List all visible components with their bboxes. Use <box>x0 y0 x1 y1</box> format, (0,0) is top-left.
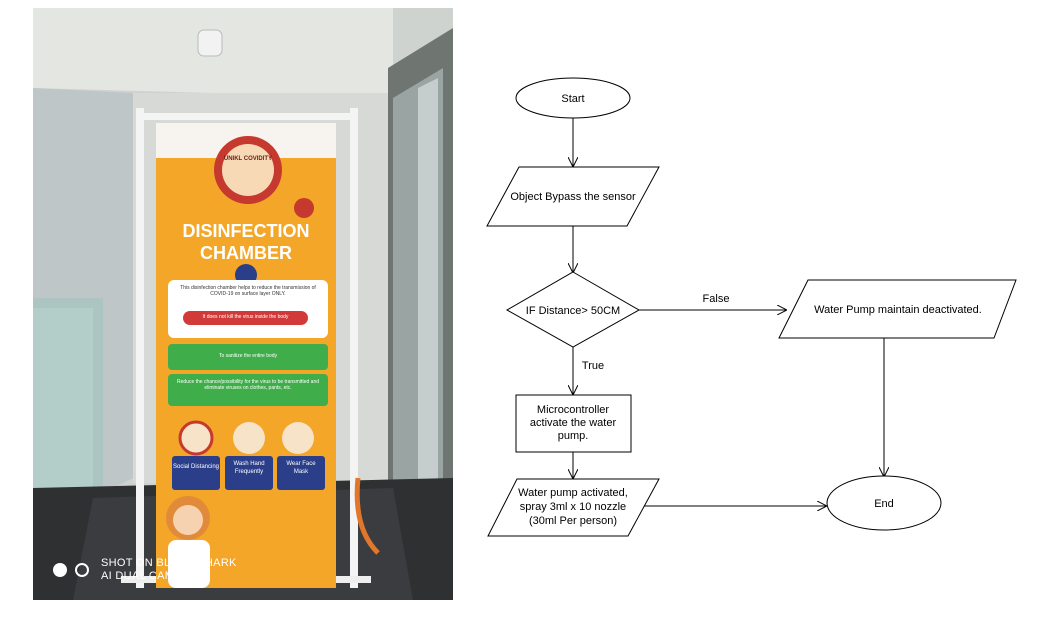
banner-green-note-1: To sanitize the entire body <box>218 353 278 359</box>
banner-red-note: It does not kill the virus inside the bo… <box>202 314 289 320</box>
decision-diamond <box>505 271 641 348</box>
watermark-line-2: AI DUAL CAMERA <box>101 570 198 582</box>
process-line-2: activate the water <box>530 417 617 429</box>
end-label: End <box>874 498 894 510</box>
banner-info-text: This disinfection chamber helps to reduc… <box>180 285 316 297</box>
watermark-ring-icon <box>75 563 89 577</box>
output-line-3: (30ml Per person) <box>529 515 617 527</box>
banner-card-wash-hand: Wash Hand Frequently <box>233 461 265 475</box>
banner-title-line2: CHAMBER <box>200 243 292 263</box>
output-line-1: Water pump activated, <box>518 487 628 499</box>
pump-deactivated-label: Water Pump maintain deactivated. <box>814 304 982 316</box>
output-line-2: spray 3ml x 10 nozzle <box>520 501 626 513</box>
pump-activated-parallelogram <box>487 478 660 537</box>
banner-card-face-mask: Wear Face Mask <box>286 461 316 475</box>
photo-scene <box>33 8 453 600</box>
watermark-line-1: SHOT ON BLACK SHARK <box>101 557 237 569</box>
banner-logo-text: UNIKL COVIDITY <box>223 156 273 162</box>
input-label: Object Bypass the sensor <box>510 191 636 203</box>
start-label: Start <box>561 93 584 105</box>
pump-deactivated-parallelogram <box>778 279 1017 339</box>
banner-card-social-distancing: Social Distancing <box>172 464 220 470</box>
process-line-3: pump. <box>558 430 589 442</box>
true-edge-label: True <box>582 360 604 372</box>
banner-green-note-2: Reduce the chance/possibility for the vi… <box>176 379 320 391</box>
watermark-dot-icon <box>53 563 67 577</box>
start-terminator <box>515 77 631 119</box>
microcontroller-process-box <box>515 394 632 453</box>
end-terminator <box>826 475 942 531</box>
banner-title-line1: DISINFECTION <box>182 221 310 241</box>
false-edge-label: False <box>703 293 730 305</box>
flowchart: Start Object Bypass the sensor IF Distan… <box>470 0 1041 614</box>
process-line-1: Microcontroller <box>537 404 609 416</box>
input-parallelogram <box>486 166 660 227</box>
flowchart-svg: Start Object Bypass the sensor IF Distan… <box>486 77 1017 537</box>
disinfection-chamber-photo: UNIKL COVIDITY DISINFECTION CHAMBER This… <box>33 8 453 600</box>
decision-label: IF Distance> 50CM <box>526 305 620 317</box>
